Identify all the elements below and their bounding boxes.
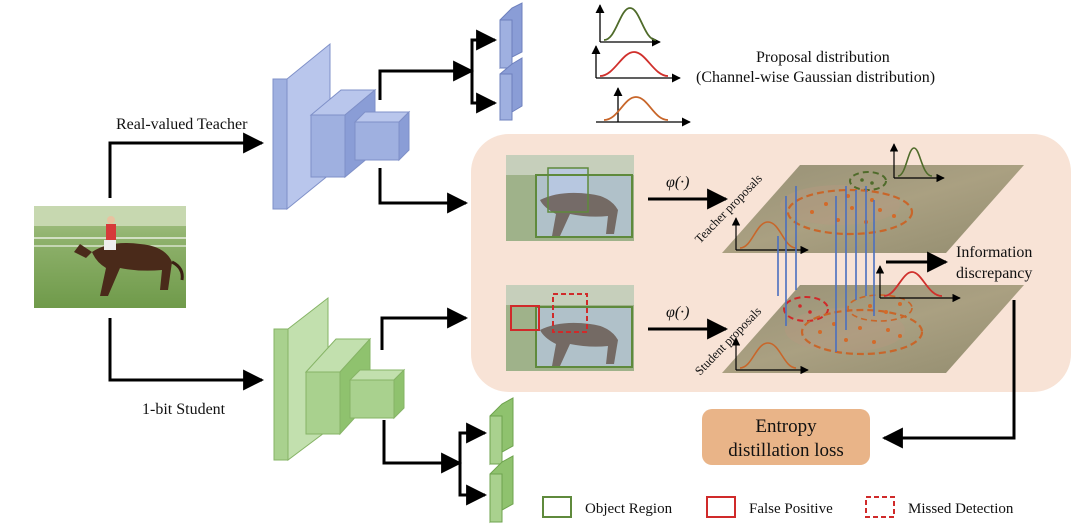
photo-to-teacher-arrow (108, 132, 265, 198)
info-discrepancy-curve (875, 265, 961, 303)
student-proposal-image (506, 285, 634, 371)
teacher-output-features (499, 2, 523, 121)
info-discrepancy-line1: Information (956, 244, 1032, 261)
student-network (273, 296, 406, 461)
teacher-network (272, 42, 411, 211)
legend-label-object-region: Object Region (585, 501, 673, 517)
teacher-proposal-plane (722, 143, 1024, 255)
legend-label-missed-detection: Missed Detection (908, 501, 1014, 517)
student-phi-label: φ(·) (666, 304, 690, 321)
teacher-to-panel-arrow (378, 168, 469, 214)
student-lower-branch-arrows (382, 420, 488, 506)
correspondence-lines (777, 186, 875, 352)
input-photo (34, 206, 186, 308)
photo-to-student-arrow (108, 318, 265, 391)
proposal-title: Proposal distribution (756, 49, 890, 66)
student-to-panel-arrow (380, 307, 469, 350)
student-label: 1-bit Student (142, 401, 226, 418)
teacher-phi-label: φ(·) (666, 174, 690, 191)
student-output-features (489, 397, 514, 524)
legend-swatch-object-region (542, 496, 572, 518)
teacher-upper-branch-arrows (378, 29, 498, 114)
loss-line1: Entropy (755, 416, 817, 437)
legend-label-false-positive: False Positive (749, 501, 833, 517)
proposal-distribution-curves (591, 4, 691, 127)
teacher-label: Real-valued Teacher (116, 116, 248, 133)
legend-swatch-missed-detection (865, 496, 895, 518)
info-discrepancy-line2: discrepancy (956, 265, 1032, 282)
legend: Object Region False Positive Missed Dete… (542, 496, 1014, 518)
legend-swatch-false-positive (706, 496, 736, 518)
loss-line2: distillation loss (728, 440, 844, 461)
student-proposal-plane (722, 285, 1024, 375)
teacher-proposal-image (506, 155, 634, 241)
entropy-loss-box (702, 409, 870, 465)
proposal-subtitle: (Channel-wise Gaussian distribution) (696, 69, 935, 86)
discrepancy-to-loss-arrow (881, 300, 1016, 449)
